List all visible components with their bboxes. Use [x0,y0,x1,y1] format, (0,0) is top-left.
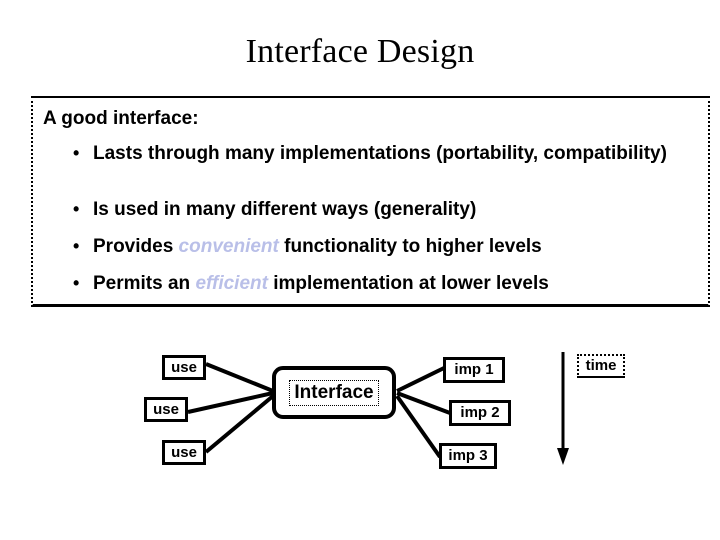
highlight-word: convenient [178,236,279,257]
list-item: • Permits an efficient implementation at… [73,272,713,295]
time-label-text: time [585,357,617,374]
page-title: Interface Design [245,33,475,70]
list-item-text-pre: Permits an [93,273,196,294]
list-item: • Provides convenient functionality to h… [73,235,713,258]
time-label: time [577,354,625,378]
list-item-text: Permits an efficient implementation at l… [93,272,549,295]
list-item: • Is used in many different ways (genera… [73,198,693,221]
interface-node-label: Interface [289,379,379,406]
bullet-marker: • [73,199,80,219]
time-arrow-head-icon [557,448,569,465]
list-item-text-post: functionality to higher levels [278,236,542,257]
content-box: A good interface: • Lasts through many i… [31,96,710,307]
connector-imp-3 [395,394,442,459]
connector-use-3 [204,394,275,454]
implementation-node-2: imp 2 [449,400,511,426]
list-item-text-pre: Is used in many different ways (generali… [93,199,477,220]
list-item-text-pre: Lasts through many implementations (port… [93,143,667,164]
use-node-1-label: use [171,358,197,376]
implementation-node-3: imp 3 [439,443,497,469]
connector-imp-2 [396,391,451,415]
bullet-marker: • [73,236,80,256]
bullet-marker: • [73,273,80,293]
list-item-text-pre: Provides [93,236,179,257]
connector-imp-1 [396,366,445,393]
connector-use-2 [187,391,274,414]
intro-text: A good interface: [43,108,199,129]
highlight-word: efficient [195,273,268,294]
implementation-node-1: imp 1 [443,357,505,383]
bullet-marker: • [73,143,80,163]
connector-use-1 [205,362,274,393]
list-item-text: Lasts through many implementations (port… [93,142,667,165]
list-item: • Lasts through many implementations (po… [73,142,693,165]
use-node-2: use [144,397,188,422]
use-node-3-label: use [171,443,197,461]
interface-node: Interface [272,366,396,419]
list-item-text-post: implementation at lower levels [267,273,549,294]
list-item-text: Provides convenient functionality to hig… [93,235,542,258]
implementation-node-2-label: imp 2 [460,404,500,421]
implementation-node-3-label: imp 3 [448,447,488,464]
implementation-node-1-label: imp 1 [454,361,494,378]
use-node-2-label: use [153,400,179,418]
use-node-3: use [162,440,206,465]
use-node-1: use [162,355,206,380]
list-item-text: Is used in many different ways (generali… [93,198,476,221]
